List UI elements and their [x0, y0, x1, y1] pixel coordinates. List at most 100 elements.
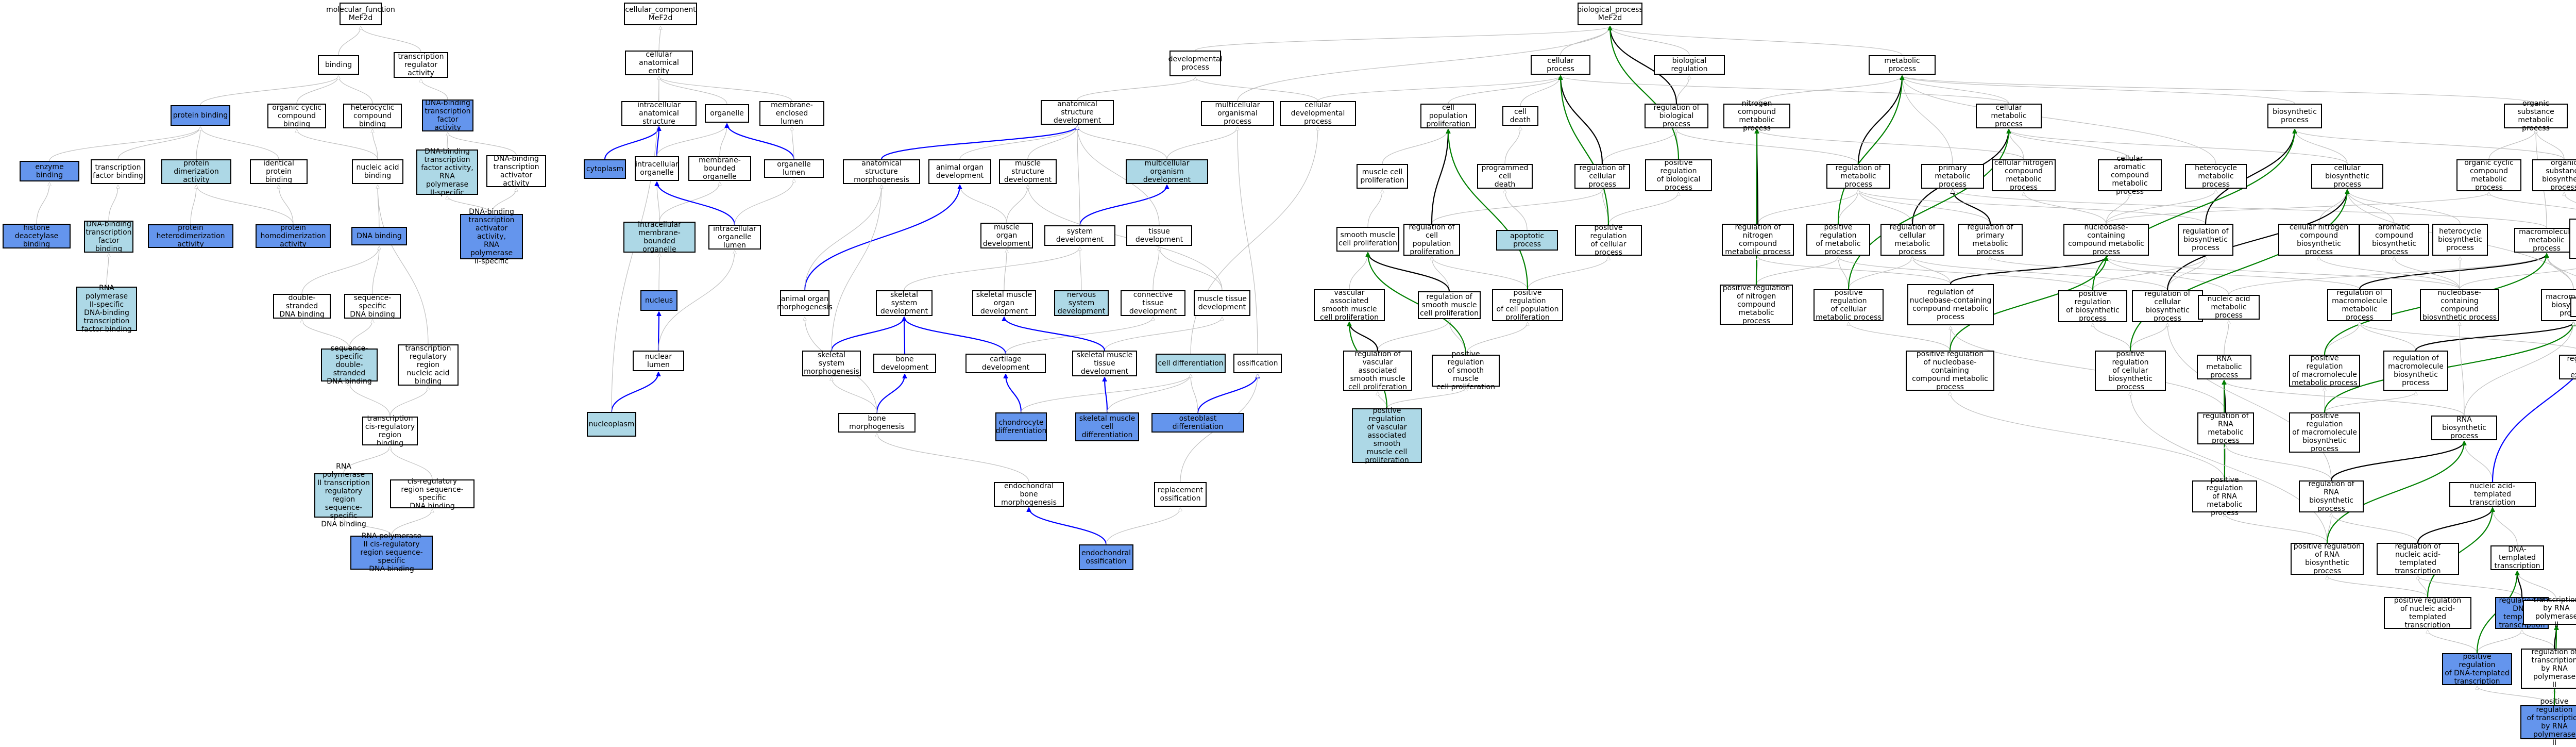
edge-pos-reg-rna-metab-to-pos-reg-nuc-metab [1950, 392, 2225, 481]
edge-pos-reg-rna-biosyn-to-pos-reg-rna-metab [2225, 513, 2328, 543]
edge-reg-nuc-metab-to-reg-n-metab [1758, 257, 1951, 285]
go-term-org-cyc-metab: organic cyclic compound metabolic proces… [2456, 159, 2521, 192]
go-term-nucleic-binding: nucleic acid binding [352, 159, 403, 184]
go-term-macro-metab: macromolecule metabolic process [2514, 228, 2576, 253]
edge-smc-prolif-to-musc-cell-prolif [1367, 190, 1382, 227]
go-term-rnap-tr-reg: RNA polymerase II transcription regulato… [314, 462, 373, 528]
edge-pos-reg-nat-trans-to-pos-reg-rna-biosyn [2327, 576, 2428, 597]
edge-reg-prim-metab-to-reg-metab-proc [1858, 190, 1991, 224]
go-term-pos-reg-rna-metab: positive regulation of RNA metabolic pro… [2192, 476, 2257, 517]
go-term-pos-reg-nuc-metab: positive regulation of nucleobase-contai… [1906, 350, 1994, 391]
go-term-nucleus: nucleus [640, 290, 677, 311]
edge-reg-macro-biosyn-to-macro-biosyn [2415, 322, 2573, 351]
edge-prim-metab-to-metab-proc [1902, 76, 1953, 164]
edge-reg-cell-proc-to-cell-proc [1561, 76, 1603, 164]
go-term-enzyme-binding: enzyme binding [20, 161, 79, 181]
edge-ident-prot-to-protein-binding [200, 127, 279, 160]
edge-prot-heterodimer-to-prot-dimer [190, 185, 196, 225]
edge-arom-biosyn-to-cell-biosyn [2347, 190, 2395, 224]
go-term-cis-reg-seq: cis-regulatory region sequence-specific … [390, 477, 474, 510]
go-term-pos-reg-cell-pop: positive regulation of cell population p… [1492, 289, 1563, 322]
go-term-nuc-biosyn: nucleobase-containing compound biosynthe… [2420, 289, 2499, 322]
edge-nat-trans-to-rna-biosyn [2464, 441, 2493, 483]
edge-reg-cell-biosyn-to-cell-biosyn [2166, 190, 2347, 291]
go-term-hetero-metab: heterocycle metabolic process [2185, 164, 2247, 189]
edge-cell-arom-metab-to-cell-metab [2009, 129, 2130, 160]
edge-bone-dev-to-skel-sys-dev [904, 317, 905, 354]
edge-org-sub-biosyn-to-biosyn-proc [2295, 129, 2565, 160]
go-term-metab-proc: metabolic process [1869, 55, 1936, 75]
edge-nuc-biosyn-to-nuc-metab [2106, 257, 2460, 290]
go-term-rnap-cis: RNA polymerase II cis-regulatory region … [350, 532, 433, 573]
edge-reg-nat-trans-to-nat-trans [2417, 508, 2493, 543]
go-term-pos-reg-smc-prolif: positive regulation of smooth muscle cel… [1432, 350, 1500, 391]
edge-prot-dimer-to-protein-binding [196, 127, 200, 160]
edge-cell-biosyn-to-biosyn-proc [2295, 129, 2348, 164]
edge-chondro-diff-to-cartilage-dev [1006, 374, 1022, 413]
edge-pos-reg-dna-trans-to-reg-dna-trans [2477, 630, 2522, 654]
go-term-replace-oss: replacement ossification [1154, 482, 1207, 507]
edge-cell-death-to-cell-proc [1520, 76, 1561, 107]
edge-metab-proc-to-bp [1610, 26, 1903, 56]
go-term-macro-biosyn: macromolecule biosynthetic process [2541, 289, 2576, 321]
go-term-reg-vsmc-prolif: regulation of vascular associated smooth… [1343, 350, 1412, 391]
go-term-skel-musc-organ-dev: skeletal muscle organ development [972, 290, 1036, 316]
edge-cell-dev-proc-to-dev-proc [1195, 77, 1318, 102]
go-term-multi-org-dev: multicellular organism development [1126, 159, 1208, 184]
go-term-reg-cell-metab: regulation of cellular metabolic process [1880, 223, 1944, 256]
go-term-trans-rnap2: transcription by RNA polymerase II [2523, 596, 2576, 629]
go-term-musc-cell-prolif: muscle cell proliferation [1357, 164, 1408, 189]
edge-pos-reg-nuc-metab-to-pos-reg-cell-metab [1849, 322, 1951, 351]
go-term-pos-reg-nat-trans: positive regulation of nucleic acid-temp… [2384, 596, 2471, 629]
go-term-reg-n-metab: regulation of nitrogen compound metaboli… [1722, 223, 1794, 256]
go-term-endo-oss: endochondral ossification [1079, 544, 1133, 570]
go-term-org-lumen: organelle lumen [764, 159, 824, 178]
edge-endo-oss-to-endo-bone-morph [1029, 508, 1107, 545]
edge-pos-reg-cell-biosyn-to-reg-cell-biosyn [2130, 323, 2167, 351]
edge-biosyn-proc-to-metab-proc [1902, 76, 2295, 104]
edge-skel-sys-morph-to-skel-sys-dev [831, 317, 904, 351]
edge-animal-organ-dev-to-anat-dev [959, 126, 1077, 160]
edge-pos-reg-cell-proc-to-pos-reg-bio-proc [1608, 192, 1679, 225]
go-term-musc-tissue-dev: muscle tissue development [1194, 290, 1250, 316]
go-term-seq-ds-dna: sequence-specific double-stranded DNA bi… [321, 344, 378, 386]
edge-org-cyc-cmp-to-binding [296, 76, 338, 104]
go-term-reg-cell-biosyn: regulation of cellular biosynthetic proc… [2132, 290, 2203, 323]
edge-org-lumen-to-mem-lumen [792, 127, 794, 160]
edge-cell-dev-proc-to-cell-proc [1317, 76, 1561, 102]
go-term-tr-cis: transcription cis-regulatory region bind… [362, 414, 418, 447]
edge-pos-reg-biosyn-to-pos-reg-metab [1838, 257, 2093, 291]
go-term-prot-heterodimer: protein heterodimerization activity [148, 224, 233, 248]
edge-cartilage-dev-to-skel-sys-dev [904, 317, 1007, 354]
edge-nucleic-binding-to-hetero-cmp [372, 129, 378, 160]
edge-pos-reg-cell-biosyn-to-pos-reg-biosyn [2093, 323, 2131, 351]
edge-reg-macro-metab-to-macro-metab [2359, 254, 2547, 290]
edge-multi-org-dev-to-anat-dev [1077, 126, 1167, 160]
go-term-cell-biosyn: cellular biosynthetic process [2311, 164, 2383, 189]
go-term-pos-reg-metab: positive regulation of metabolic process [1806, 223, 1870, 256]
go-term-bp: biological_process MeF2d [1577, 3, 1643, 25]
go-term-multi-org-proc: multicellular organismal process [1201, 101, 1274, 126]
edge-sys-dev-to-multi-org-dev [1079, 185, 1167, 226]
edge-rnap-tr-reg-to-tr-cis [343, 446, 390, 474]
edge-ds-dna-to-dna-binding [301, 246, 379, 294]
go-term-cell-arom-metab: cellular aromatic compound metabolic pro… [2098, 155, 2162, 196]
edge-organelle-to-cae [659, 76, 727, 105]
edge-pos-reg-cell-pop-to-cell-pop-prolif [1448, 129, 1529, 290]
go-term-mem-org: membrane-bounded organelle [688, 156, 751, 181]
edge-vsmc-prolif-to-smc-prolif [1349, 253, 1368, 290]
edge-multi-org-dev-to-multi-org-proc [1166, 127, 1238, 160]
edge-org-cyc-biosyn-to-org-cyc-metab [2489, 192, 2576, 210]
edge-org-sub-biosyn-to-org-sub-metab [2536, 129, 2565, 160]
edge-pos-reg-metab-to-metab-proc [1837, 76, 1902, 224]
go-term-cell-proc: cellular process [1531, 55, 1590, 75]
go-term-reg-rna-metab: regulation of RNA metabolic process [2197, 412, 2254, 445]
edge-nuc-biosyn-to-cell-n-biosyn [2319, 257, 2460, 290]
go-term-pos-reg-biosyn: positive regulation of biosynthetic proc… [2058, 290, 2127, 323]
go-term-reg-smc-prolif: regulation of smooth muscle cell prolife… [1418, 291, 1481, 319]
edge-dna-tf-binding-to-tf-binding [108, 185, 118, 221]
edge-pos-reg-cell-metab-to-cell-metab [1848, 129, 2009, 290]
go-term-vsmc-prolif: vascular associated smooth muscle cell p… [1314, 289, 1385, 322]
edge-dbt-act-rnap-to-dbtf-rnap [447, 196, 492, 214]
edge-reg-vsmc-prolif-to-reg-smc-prolif [1377, 320, 1449, 351]
